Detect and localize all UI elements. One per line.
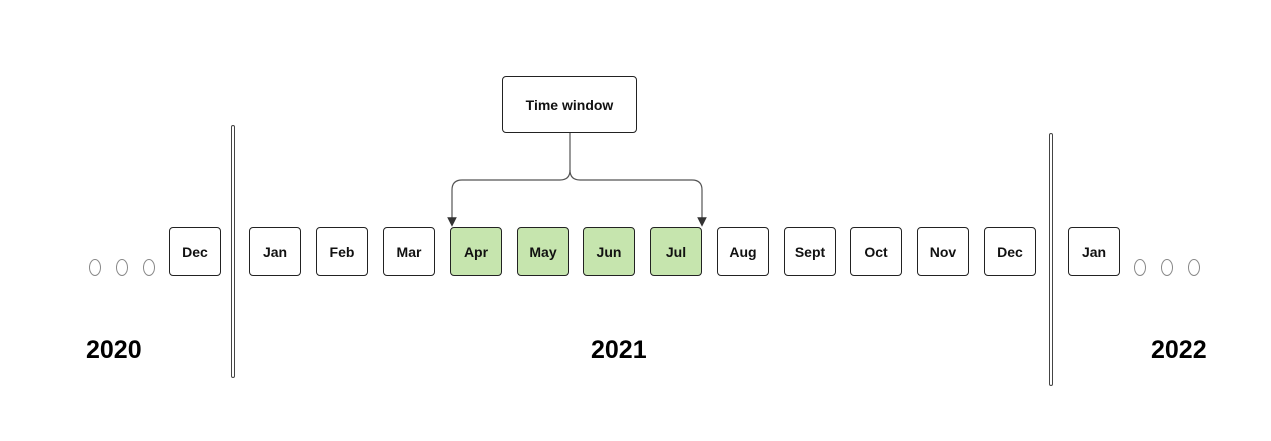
- month-label: Apr: [463, 243, 489, 260]
- month-label: Feb: [329, 243, 355, 260]
- year-label-2020: 2020: [86, 336, 142, 364]
- year-divider-2020-2021: [231, 125, 235, 378]
- year-label-2021: 2021: [591, 336, 647, 364]
- month-box: Jan: [249, 227, 301, 276]
- month-box: Aug: [717, 227, 769, 276]
- month-label: Mar: [396, 243, 422, 260]
- ellipsis-dot: [89, 259, 101, 276]
- ellipsis-dot: [1188, 259, 1200, 276]
- bracket-stem: [447, 133, 571, 227]
- month-box: Nov: [917, 227, 969, 276]
- month-box: May: [517, 227, 569, 276]
- month-label: Jul: [665, 243, 687, 260]
- month-box: Mar: [383, 227, 435, 276]
- month-box: Jul: [650, 227, 702, 276]
- ellipsis-dot: [116, 259, 128, 276]
- month-box: Feb: [316, 227, 368, 276]
- time-window-callout: Time window: [502, 76, 637, 133]
- month-box: Dec: [169, 227, 221, 276]
- month-label: Sept: [794, 243, 826, 260]
- month-box: Apr: [450, 227, 502, 276]
- ellipsis-dot: [1161, 259, 1173, 276]
- month-box: Sept: [784, 227, 836, 276]
- ellipsis-dot: [1134, 259, 1146, 276]
- month-label: Jan: [1081, 243, 1107, 260]
- month-label: Aug: [729, 243, 757, 260]
- ellipsis-dot: [143, 259, 155, 276]
- year-divider-2021-2022: [1049, 133, 1053, 386]
- time-window-label: Time window: [525, 96, 614, 113]
- month-label: Dec: [182, 243, 208, 260]
- month-label: Dec: [997, 243, 1023, 260]
- month-label: Oct: [864, 243, 888, 260]
- month-box: Jan: [1068, 227, 1120, 276]
- month-label: Jan: [262, 243, 288, 260]
- month-label: Jun: [596, 243, 622, 260]
- month-box: Jun: [583, 227, 635, 276]
- month-box: Dec: [984, 227, 1036, 276]
- month-label: Nov: [929, 243, 957, 260]
- month-box: Oct: [850, 227, 902, 276]
- month-label: May: [529, 243, 557, 260]
- bracket-right: [569, 169, 707, 227]
- year-label-2022: 2022: [1151, 336, 1207, 364]
